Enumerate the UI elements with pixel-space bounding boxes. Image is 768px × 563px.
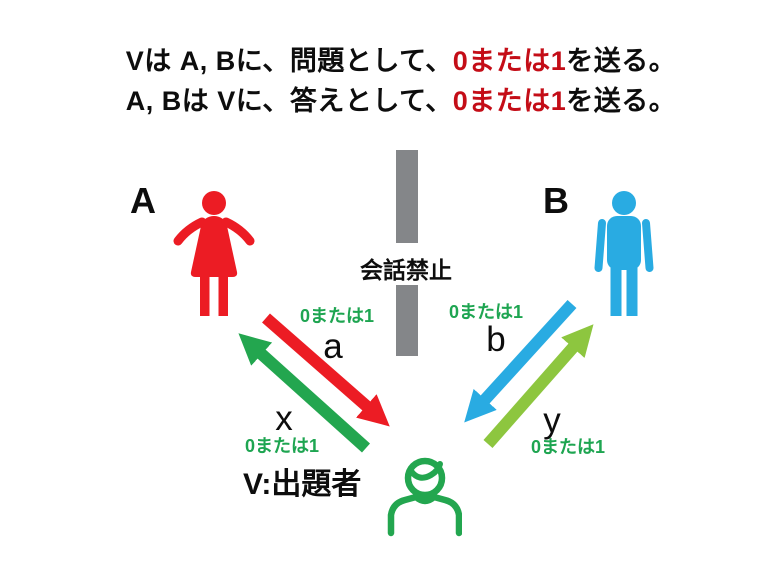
title-line-1-post: を送る。 [566, 46, 677, 76]
examiner-head [404, 457, 446, 499]
woman-head [202, 191, 226, 215]
conversation-barrier-bottom [396, 285, 418, 356]
participant-b-label: B [543, 180, 569, 221]
conversation-barrier-top [396, 150, 418, 243]
title-line-1: Vは A, Bに、問題として、0または1を送る。 [126, 41, 677, 81]
title-line-2-highlight: 0または1 [452, 86, 567, 116]
arrow-a-to-v [262, 313, 390, 427]
woman-arm-right [221, 217, 255, 246]
value-label-y: 0または1 [530, 437, 606, 457]
woman-dress [190, 216, 238, 277]
man-leg-left [610, 268, 622, 316]
woman-figure-a-icon [173, 191, 255, 316]
title-line-2-pre: A, Bは Vに、答えとして、 [125, 86, 453, 116]
man-head [612, 191, 636, 215]
participant-v-label: V:出題者 [243, 468, 362, 501]
message-x-label: x [275, 399, 293, 438]
examiner-hair [408, 461, 443, 481]
woman-leg-right [218, 277, 228, 316]
man-arm-left [594, 219, 606, 272]
title-line-1-highlight: 0または1 [452, 46, 567, 76]
arrow-b-to-v [464, 299, 577, 423]
title-line-1-pre: Vは A, Bに、問題として、 [125, 46, 453, 76]
arrow-v-to-b [483, 324, 594, 448]
title-line-2-post: を送る。 [566, 86, 677, 116]
examiner-figure-v-icon [387, 457, 462, 537]
participant-a-label: A [130, 180, 156, 221]
man-arm-right [642, 219, 654, 272]
value-label-a: 0または1 [299, 306, 375, 326]
value-label-b: 0または1 [448, 302, 524, 322]
message-a-label: a [323, 327, 343, 366]
message-y-label: y [543, 401, 561, 440]
woman-arm-left [173, 217, 207, 246]
barrier-label: 会話禁止 [360, 257, 452, 283]
man-figure-b-icon [594, 191, 654, 316]
man-leg-right [626, 268, 638, 316]
slide-title: Vは A, Bに、問題として、0または1を送る。 A, Bは Vに、答えとして、… [126, 41, 677, 121]
value-label-x: 0または1 [244, 436, 320, 456]
arrow-v-to-a [238, 333, 371, 453]
title-line-2: A, Bは Vに、答えとして、0または1を送る。 [126, 81, 677, 121]
man-torso [607, 216, 641, 270]
message-b-label: b [486, 320, 506, 359]
woman-leg-left [200, 277, 210, 316]
examiner-shoulders [387, 493, 462, 537]
